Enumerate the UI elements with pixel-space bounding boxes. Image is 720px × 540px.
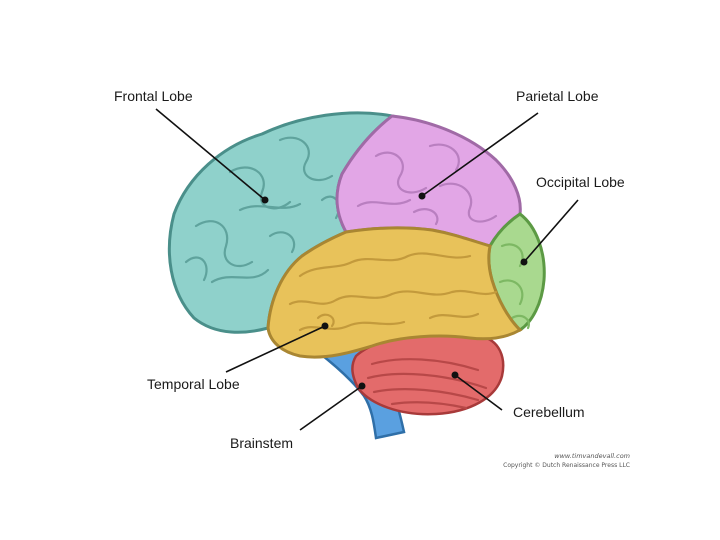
temporal-lobe-pointer-dot [322,323,329,330]
parietal-lobe-pointer-dot [419,193,426,200]
brainstem-label: Brainstem [230,435,293,451]
brainstem-leader [300,386,362,430]
credit-url: www.timvandevall.com [554,452,630,460]
cerebellum-pointer-dot [452,372,459,379]
parietal-lobe-label: Parietal Lobe [516,88,599,104]
occipital-lobe-label: Occipital Lobe [536,174,625,190]
credit-copyright: Copyright © Dutch Renaissance Press LLC [503,462,630,469]
cerebellum-label: Cerebellum [513,404,585,420]
brainstem-pointer-dot [359,383,366,390]
occipital-lobe-pointer-dot [521,259,528,266]
frontal-lobe-pointer-dot [262,197,269,204]
frontal-lobe-label: Frontal Lobe [114,88,193,104]
temporal-lobe-label: Temporal Lobe [147,376,240,392]
